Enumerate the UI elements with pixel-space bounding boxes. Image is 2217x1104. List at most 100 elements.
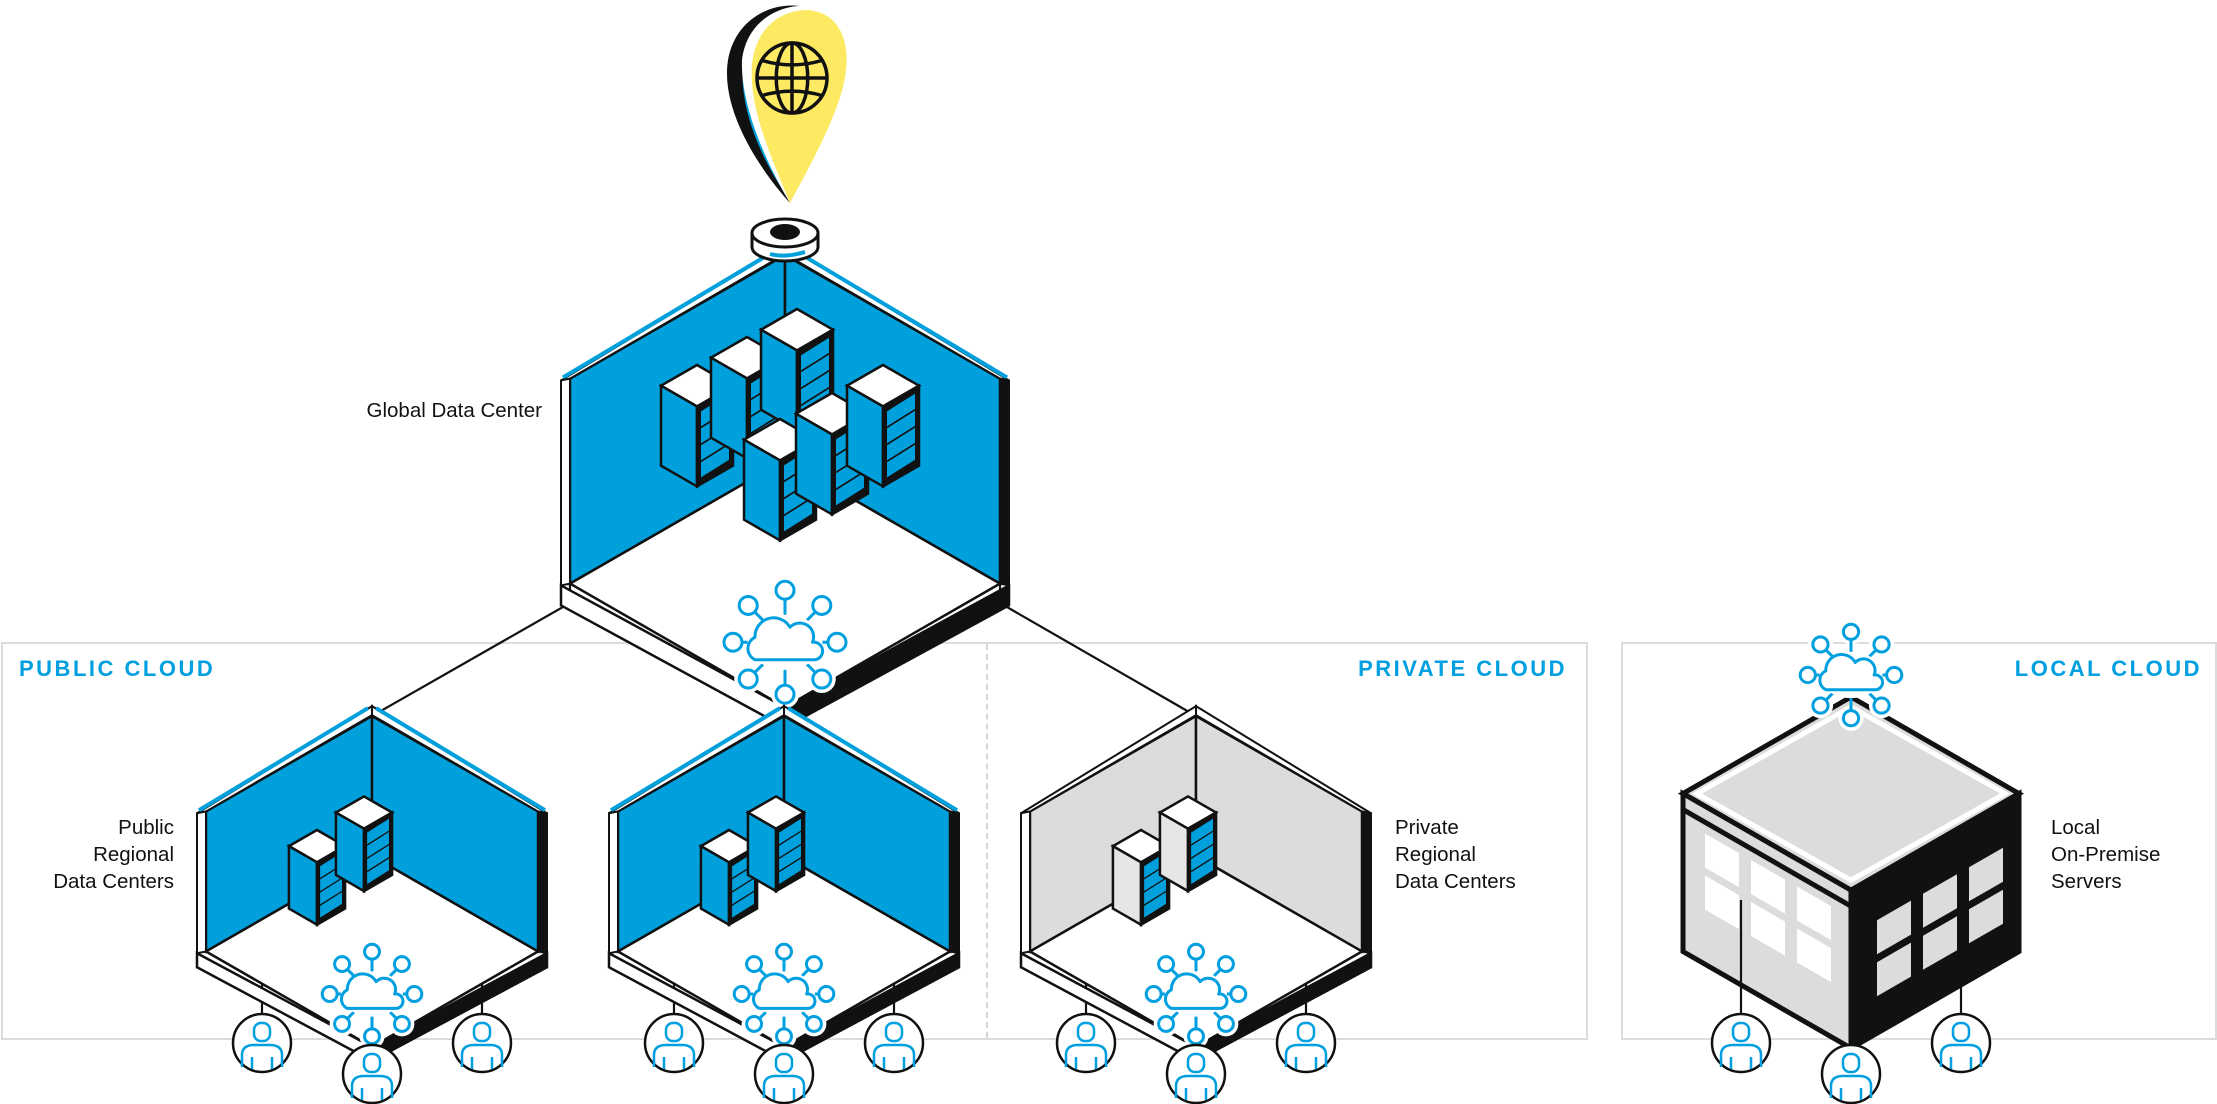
local-cloud-title: LOCAL CLOUD	[2014, 656, 2202, 681]
building-window	[1877, 900, 1911, 955]
node-dot	[392, 955, 411, 974]
building-window	[1705, 833, 1739, 888]
local-servers-label-line: Local	[2051, 816, 2101, 839]
node-dot	[392, 1014, 411, 1033]
user-icon	[1165, 1043, 1227, 1104]
user-icon	[643, 1012, 705, 1074]
server-rack-icon	[1157, 794, 1219, 894]
server-drive-slot	[887, 427, 915, 461]
public-regional-label-line: Data Centers	[53, 870, 174, 893]
user-circle	[1275, 1012, 1337, 1074]
cloud-network-icon	[719, 576, 851, 709]
user-circle	[341, 1043, 403, 1104]
building-window	[1969, 889, 2003, 944]
user-icon	[863, 1012, 925, 1074]
node-dot	[363, 942, 381, 961]
user-circle	[643, 1012, 705, 1074]
node-dot	[405, 985, 424, 1003]
user-body	[1719, 1043, 1763, 1067]
node-dot	[1157, 1014, 1176, 1033]
public-regional-label-line: Public	[118, 816, 174, 839]
pin-base-hole	[770, 224, 800, 240]
server-drive-slot	[801, 371, 829, 405]
pin-base-accent	[769, 250, 806, 258]
server-drive-slot	[367, 858, 389, 885]
room-wall-edge	[196, 810, 207, 955]
data-center-room-private-1	[1019, 704, 1373, 1063]
user-icon	[1820, 1043, 1882, 1104]
server-drive-slot	[887, 410, 915, 444]
user-body	[762, 1074, 806, 1098]
server-drive-slot	[779, 858, 801, 885]
cloud-shape	[752, 972, 817, 1010]
node-dot	[804, 1014, 823, 1033]
node-dot	[774, 579, 796, 601]
room-rim-accent	[787, 245, 1009, 380]
user-body	[1939, 1043, 1983, 1067]
server-drive-slot	[836, 472, 864, 506]
globe-location-pin-icon	[726, 5, 847, 263]
server-drive-slot	[320, 878, 342, 905]
edge-global-to-private-1	[998, 470, 1197, 717]
server-drive-slot	[784, 498, 812, 532]
user-icon	[1930, 1012, 1992, 1074]
private-cloud-title: PRIVATE CLOUD	[1358, 656, 1567, 681]
cloud-shape	[746, 616, 825, 662]
server-drive-slot	[732, 892, 754, 918]
node-dot	[333, 1014, 352, 1033]
user-icon	[1710, 1012, 1772, 1074]
user-circle	[753, 1043, 815, 1104]
server-drive-slot	[367, 832, 389, 858]
node-dot	[811, 594, 833, 616]
user-head	[1186, 1052, 1206, 1074]
cloud-network-icon	[1795, 619, 1907, 731]
room-wall-edge	[608, 810, 619, 955]
building-window	[1797, 928, 1831, 983]
user-head	[1841, 1052, 1861, 1074]
node-dot	[1872, 635, 1891, 654]
user-circle	[1055, 1012, 1117, 1074]
server-drive-slot	[1144, 892, 1166, 918]
user-body	[460, 1043, 504, 1067]
cloud-network-icon	[729, 939, 839, 1049]
node-dot	[363, 1027, 381, 1046]
node-dot	[1885, 665, 1904, 685]
room-rim-accent	[786, 706, 959, 812]
server-drive-slot	[1144, 878, 1166, 905]
user-head	[1731, 1021, 1751, 1043]
cloud-shape	[340, 972, 405, 1010]
user-circle	[1710, 1012, 1772, 1074]
user-circle	[1820, 1043, 1882, 1104]
server-drive-slot	[1191, 858, 1213, 885]
local-servers-label-line: On-Premise	[2051, 843, 2161, 866]
global-data-center-label: Global Data Center	[366, 399, 542, 422]
data-center-room-global	[559, 243, 1011, 730]
node-dot	[320, 985, 339, 1003]
user-body	[872, 1043, 916, 1067]
node-dot	[1811, 635, 1830, 654]
user-circle	[1930, 1012, 1992, 1074]
user-head	[252, 1021, 272, 1043]
user-icon	[341, 1043, 403, 1104]
server-drive-slot	[1191, 818, 1213, 845]
office-building-icon	[1677, 619, 2025, 1053]
room-rim-accent	[374, 706, 547, 812]
user-head	[774, 1052, 794, 1074]
user-icon	[1275, 1012, 1337, 1074]
user-body	[240, 1043, 284, 1067]
user-head	[472, 1021, 492, 1043]
room-rim-accent	[609, 706, 782, 812]
user-body	[1174, 1074, 1218, 1098]
user-body	[1284, 1043, 1328, 1067]
room-wall-edge	[560, 377, 571, 587]
node-dot	[826, 631, 848, 653]
node-dot	[1216, 955, 1235, 974]
node-dot	[1841, 709, 1861, 728]
user-circle	[231, 1012, 293, 1074]
private-regional-label-line: Regional	[1395, 843, 1476, 866]
user-circle	[451, 1012, 513, 1074]
room-rim-accent	[197, 706, 370, 812]
server-rack-icon	[698, 828, 760, 927]
public-cloud-title: PUBLIC CLOUD	[19, 656, 216, 681]
